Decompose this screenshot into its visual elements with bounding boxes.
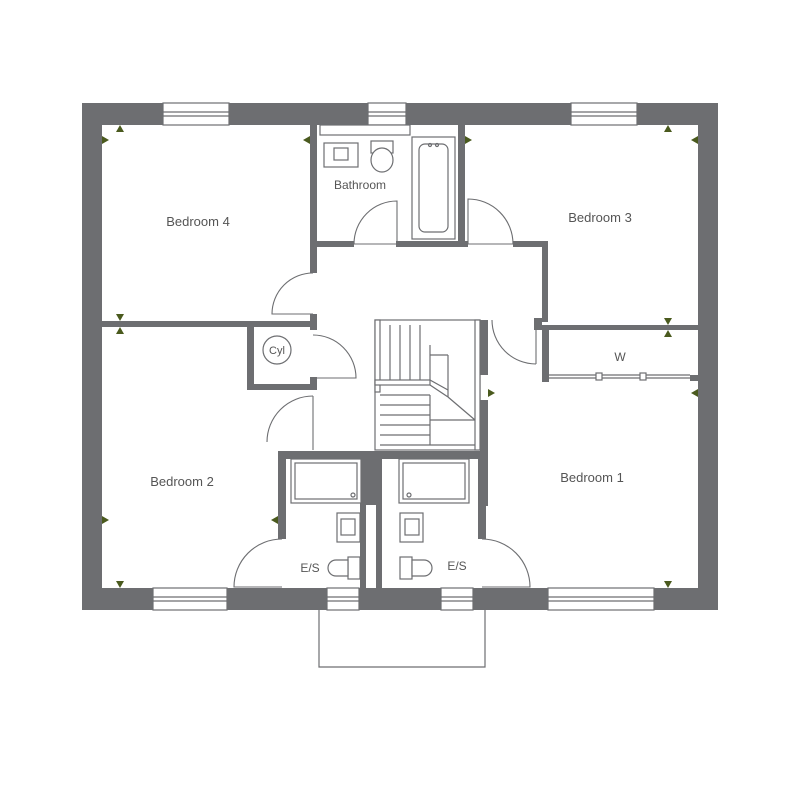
arrow-left-icon — [465, 136, 472, 144]
toilet-bowl — [327, 559, 349, 577]
arrow-right-icon — [691, 389, 698, 397]
toilet-cistern — [399, 556, 413, 580]
balcony-outline — [318, 610, 486, 668]
label-bedroom-1: Bedroom 1 — [560, 470, 624, 485]
toilet-bowl — [411, 559, 433, 577]
arrow-left-icon — [102, 136, 109, 144]
wardrobe-doors — [549, 372, 690, 381]
arrow-down-icon — [664, 318, 672, 325]
room-labels: Bedroom 4 Bathroom Bedroom 3 Cyl W Bedro… — [150, 178, 632, 575]
label-ensuite-left: E/S — [300, 561, 319, 575]
arrow-right-icon — [303, 136, 310, 144]
bathroom-fixtures — [319, 124, 456, 240]
arrow-right-icon — [271, 516, 278, 524]
arrow-down-icon — [116, 581, 124, 588]
arrow-left-icon — [102, 516, 109, 524]
label-cylinder: Cyl — [269, 345, 285, 357]
dimension-markers — [102, 125, 698, 588]
arrow-down-icon — [116, 314, 124, 321]
cylinder-tank — [262, 335, 292, 365]
label-bedroom-3: Bedroom 3 — [568, 210, 632, 225]
label-wardrobe: W — [614, 350, 626, 364]
toilet-cistern — [347, 556, 361, 580]
windows-bottom — [152, 587, 655, 611]
arrow-up-icon — [116, 125, 124, 132]
label-bathroom: Bathroom — [334, 178, 386, 192]
ensuite-left-fixtures — [290, 458, 362, 580]
interior-walls — [102, 125, 698, 588]
doors — [233, 198, 537, 588]
bathroom-shelf — [319, 124, 411, 136]
arrow-up-icon — [116, 327, 124, 334]
label-ensuite-right: E/S — [447, 559, 466, 573]
staircase — [374, 319, 481, 451]
windows-top — [162, 102, 638, 126]
arrow-up-icon — [664, 330, 672, 337]
shower-tray — [290, 458, 362, 504]
ensuite-right-fixtures — [398, 458, 470, 580]
toilet-bowl — [370, 147, 394, 173]
arrow-down-icon — [664, 581, 672, 588]
arrow-left-icon — [488, 389, 495, 397]
label-bedroom-2: Bedroom 2 — [150, 474, 214, 489]
label-bedroom-4: Bedroom 4 — [166, 214, 230, 229]
arrow-right-icon — [691, 136, 698, 144]
arrow-up-icon — [664, 125, 672, 132]
bathroom-basin — [323, 142, 359, 168]
